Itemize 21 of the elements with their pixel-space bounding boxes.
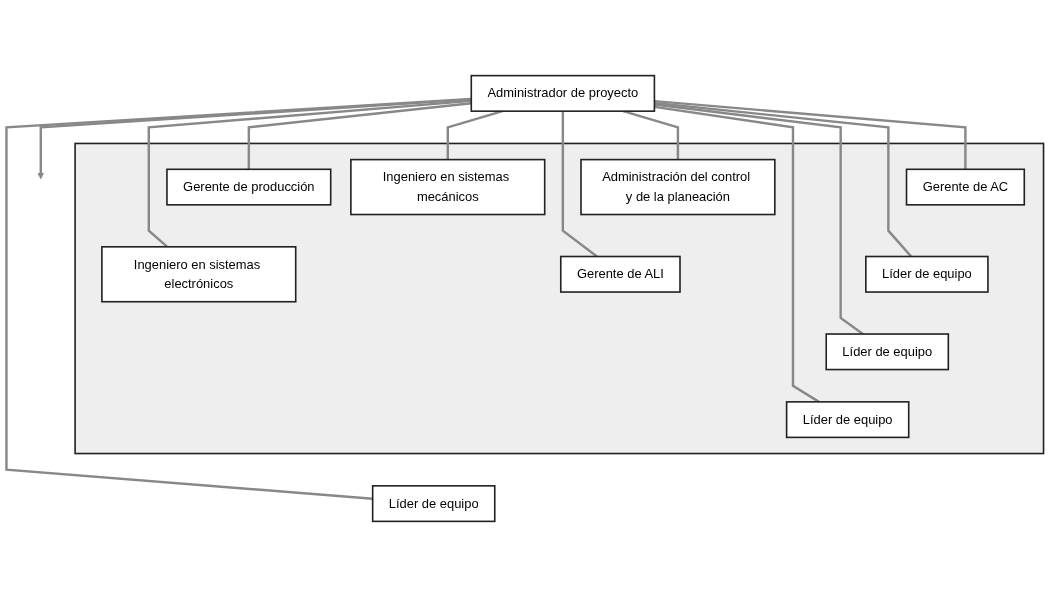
- node-box: Líder de equipo: [785, 401, 910, 439]
- connector-line: [247, 102, 472, 170]
- node-box: Administrador de proyecto: [470, 74, 656, 112]
- connector-line: [446, 110, 503, 160]
- node-box: Líder de equipo: [371, 485, 496, 523]
- node-box: Gerente de AC: [905, 168, 1026, 206]
- connector-line: [622, 110, 680, 160]
- connector-line: [561, 111, 598, 258]
- node-box: Ingeniero en sistemas electrónicos: [101, 246, 297, 303]
- node-box: Gerente de producción: [166, 168, 332, 206]
- connector-line: [147, 99, 472, 248]
- node-box: Gerente de ALI: [559, 255, 681, 293]
- connector-line: [654, 101, 913, 258]
- connector-line: [654, 99, 967, 170]
- connector-line: [654, 103, 864, 335]
- cluster: [74, 142, 1045, 455]
- connector-line: [654, 105, 820, 403]
- node-box: Ingeniero en sistemas mecánicos: [350, 158, 546, 216]
- node-box: Líder de equipo: [825, 333, 950, 371]
- node-box: Administración del control y de la planeación: [580, 158, 776, 216]
- node-box: Líder de equipo: [865, 255, 989, 293]
